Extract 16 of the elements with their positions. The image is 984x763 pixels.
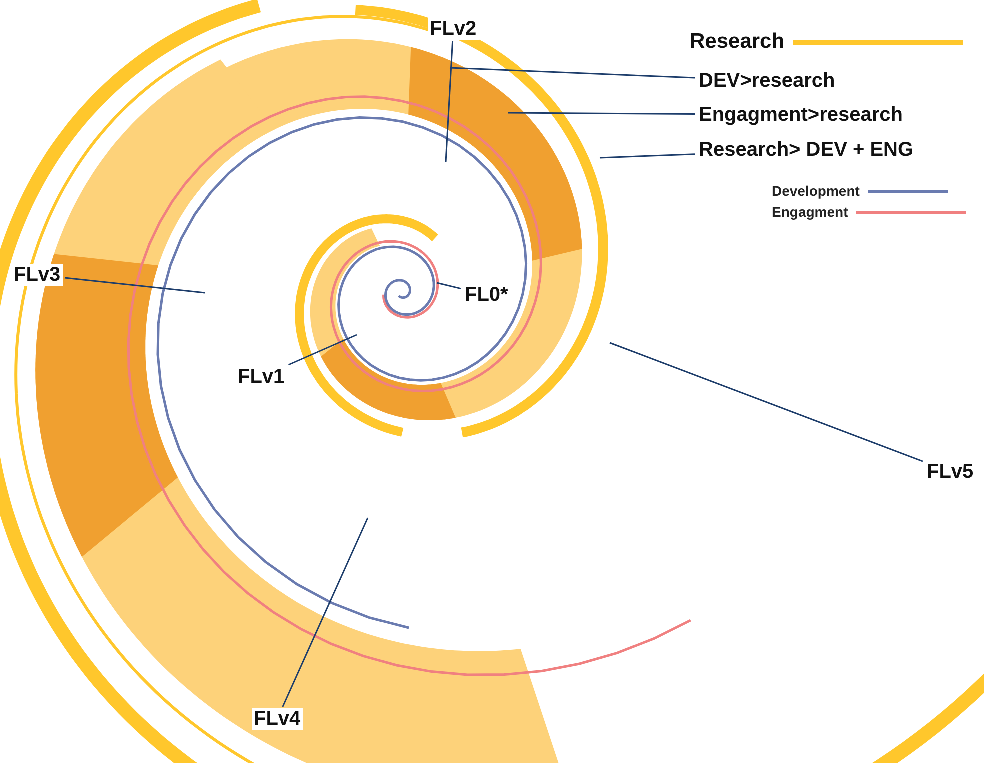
leader-line xyxy=(508,112,695,116)
legend-text: Development xyxy=(772,183,860,199)
legend-text: Research xyxy=(690,30,785,54)
leader-line xyxy=(282,518,369,708)
leader-line xyxy=(288,334,358,366)
stage-label: FLv3 xyxy=(12,264,63,286)
legend-text: Engagment xyxy=(772,204,848,220)
leader-line xyxy=(64,277,206,294)
leader-line xyxy=(445,40,454,162)
leader-line xyxy=(600,154,696,159)
leader-line xyxy=(610,342,924,462)
stage-label: FLv4 xyxy=(252,708,303,730)
stage-label: Engagment>research xyxy=(697,104,905,126)
leader-line xyxy=(450,67,696,79)
stage-label: FLv2 xyxy=(428,18,479,40)
leader-line xyxy=(436,282,462,290)
